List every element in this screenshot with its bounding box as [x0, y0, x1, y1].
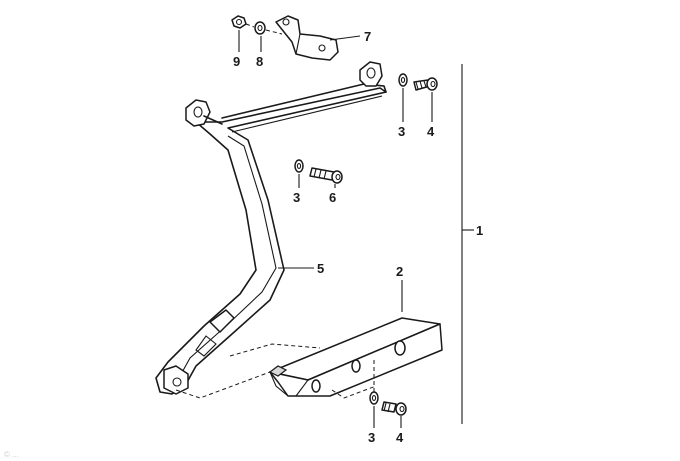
bolt-6	[309, 167, 343, 184]
leader-dash-plate	[175, 343, 377, 399]
leader-lines	[238, 30, 474, 428]
callout-6: 6	[329, 190, 336, 205]
washer-8	[254, 21, 266, 35]
washer-3-upper	[398, 73, 408, 87]
bolt-4-upper	[413, 77, 438, 91]
callout-5: 5	[317, 261, 324, 276]
angle-plate	[268, 317, 443, 397]
washer-3-lower	[369, 391, 379, 405]
watermark: © ...	[4, 450, 19, 459]
leader-dash-top	[245, 23, 283, 35]
callout-4-lower: 4	[396, 430, 404, 445]
nut-9	[231, 15, 247, 29]
bolt-4-lower	[381, 401, 407, 416]
washer-3-middle	[294, 159, 304, 173]
callout-8: 8	[256, 54, 263, 69]
upper-mount-bracket	[275, 15, 339, 61]
callout-3-middle: 3	[293, 190, 300, 205]
callout-3-lower: 3	[368, 430, 375, 445]
callout-2: 2	[396, 264, 403, 279]
frame-bracket	[155, 61, 387, 395]
callout-4-upper: 4	[427, 124, 435, 139]
callout-9: 9	[233, 54, 240, 69]
callout-7: 7	[364, 29, 371, 44]
callout-1: 1	[476, 223, 483, 238]
callout-3-upper: 3	[398, 124, 405, 139]
